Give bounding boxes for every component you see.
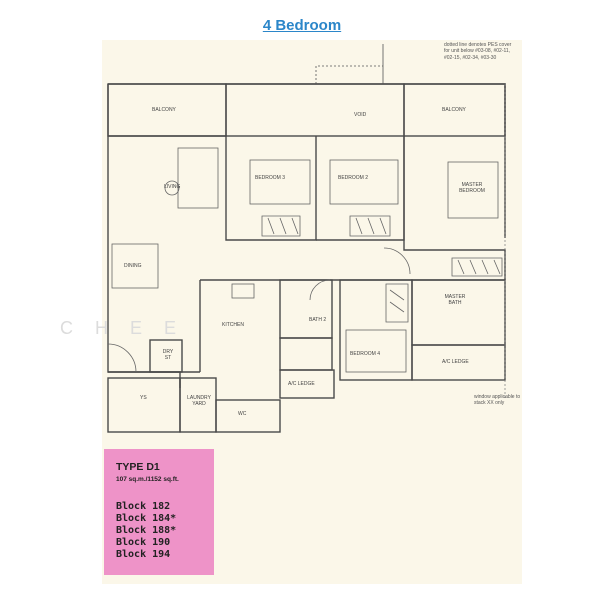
unit-type-name: TYPE D1 <box>116 461 160 473</box>
page-title: 4 Bedroom <box>262 17 342 34</box>
block-item: Block 194 <box>116 549 171 560</box>
label-master-bath: MASTER BATH <box>444 294 466 306</box>
label-laundry-yard: LAUNDRY YARD <box>187 395 211 407</box>
watermark-text: CHEE <box>60 318 199 338</box>
label-balcony-left: BALCONY <box>152 107 176 113</box>
label-master-bedroom: MASTER BEDROOM <box>459 182 485 194</box>
block-list: Block 182 Block 184* Block 188* Block 19… <box>116 501 176 561</box>
label-kitchen: KITCHEN <box>222 322 244 328</box>
label-balcony-right: BALCONY <box>442 107 466 113</box>
block-item: Block 188* <box>116 525 177 536</box>
label-wc: WC <box>238 411 247 417</box>
label-dry-st: DRY ST <box>162 349 174 361</box>
label-bath-2: BATH 2 <box>309 317 327 323</box>
label-ys: YS <box>140 395 147 401</box>
block-item: Block 190 <box>116 537 171 548</box>
label-bedroom-2: BEDROOM 2 <box>338 175 369 181</box>
note-dotted-line: dotted line denotes PES cover for unit b… <box>444 42 512 61</box>
label-bedroom-3: BEDROOM 3 <box>255 175 286 181</box>
label-ac-ledge-left: A/C LEDGE <box>288 381 315 387</box>
label-void: VOID <box>354 112 367 118</box>
block-item: Block 182 <box>116 501 171 512</box>
block-item: Block 184* <box>116 513 177 524</box>
label-bedroom-4: BEDROOM 4 <box>350 351 381 357</box>
label-living: LIVING <box>164 184 181 190</box>
unit-type-box: TYPE D1 107 sq.m./1152 sq.ft. Block 182 … <box>104 449 214 575</box>
note-window: window applicable to stack XX only <box>474 394 521 407</box>
label-dining: DINING <box>124 263 142 269</box>
unit-type-area: 107 sq.m./1152 sq.ft. <box>116 476 179 483</box>
label-ac-ledge-right: A/C LEDGE <box>442 359 469 365</box>
